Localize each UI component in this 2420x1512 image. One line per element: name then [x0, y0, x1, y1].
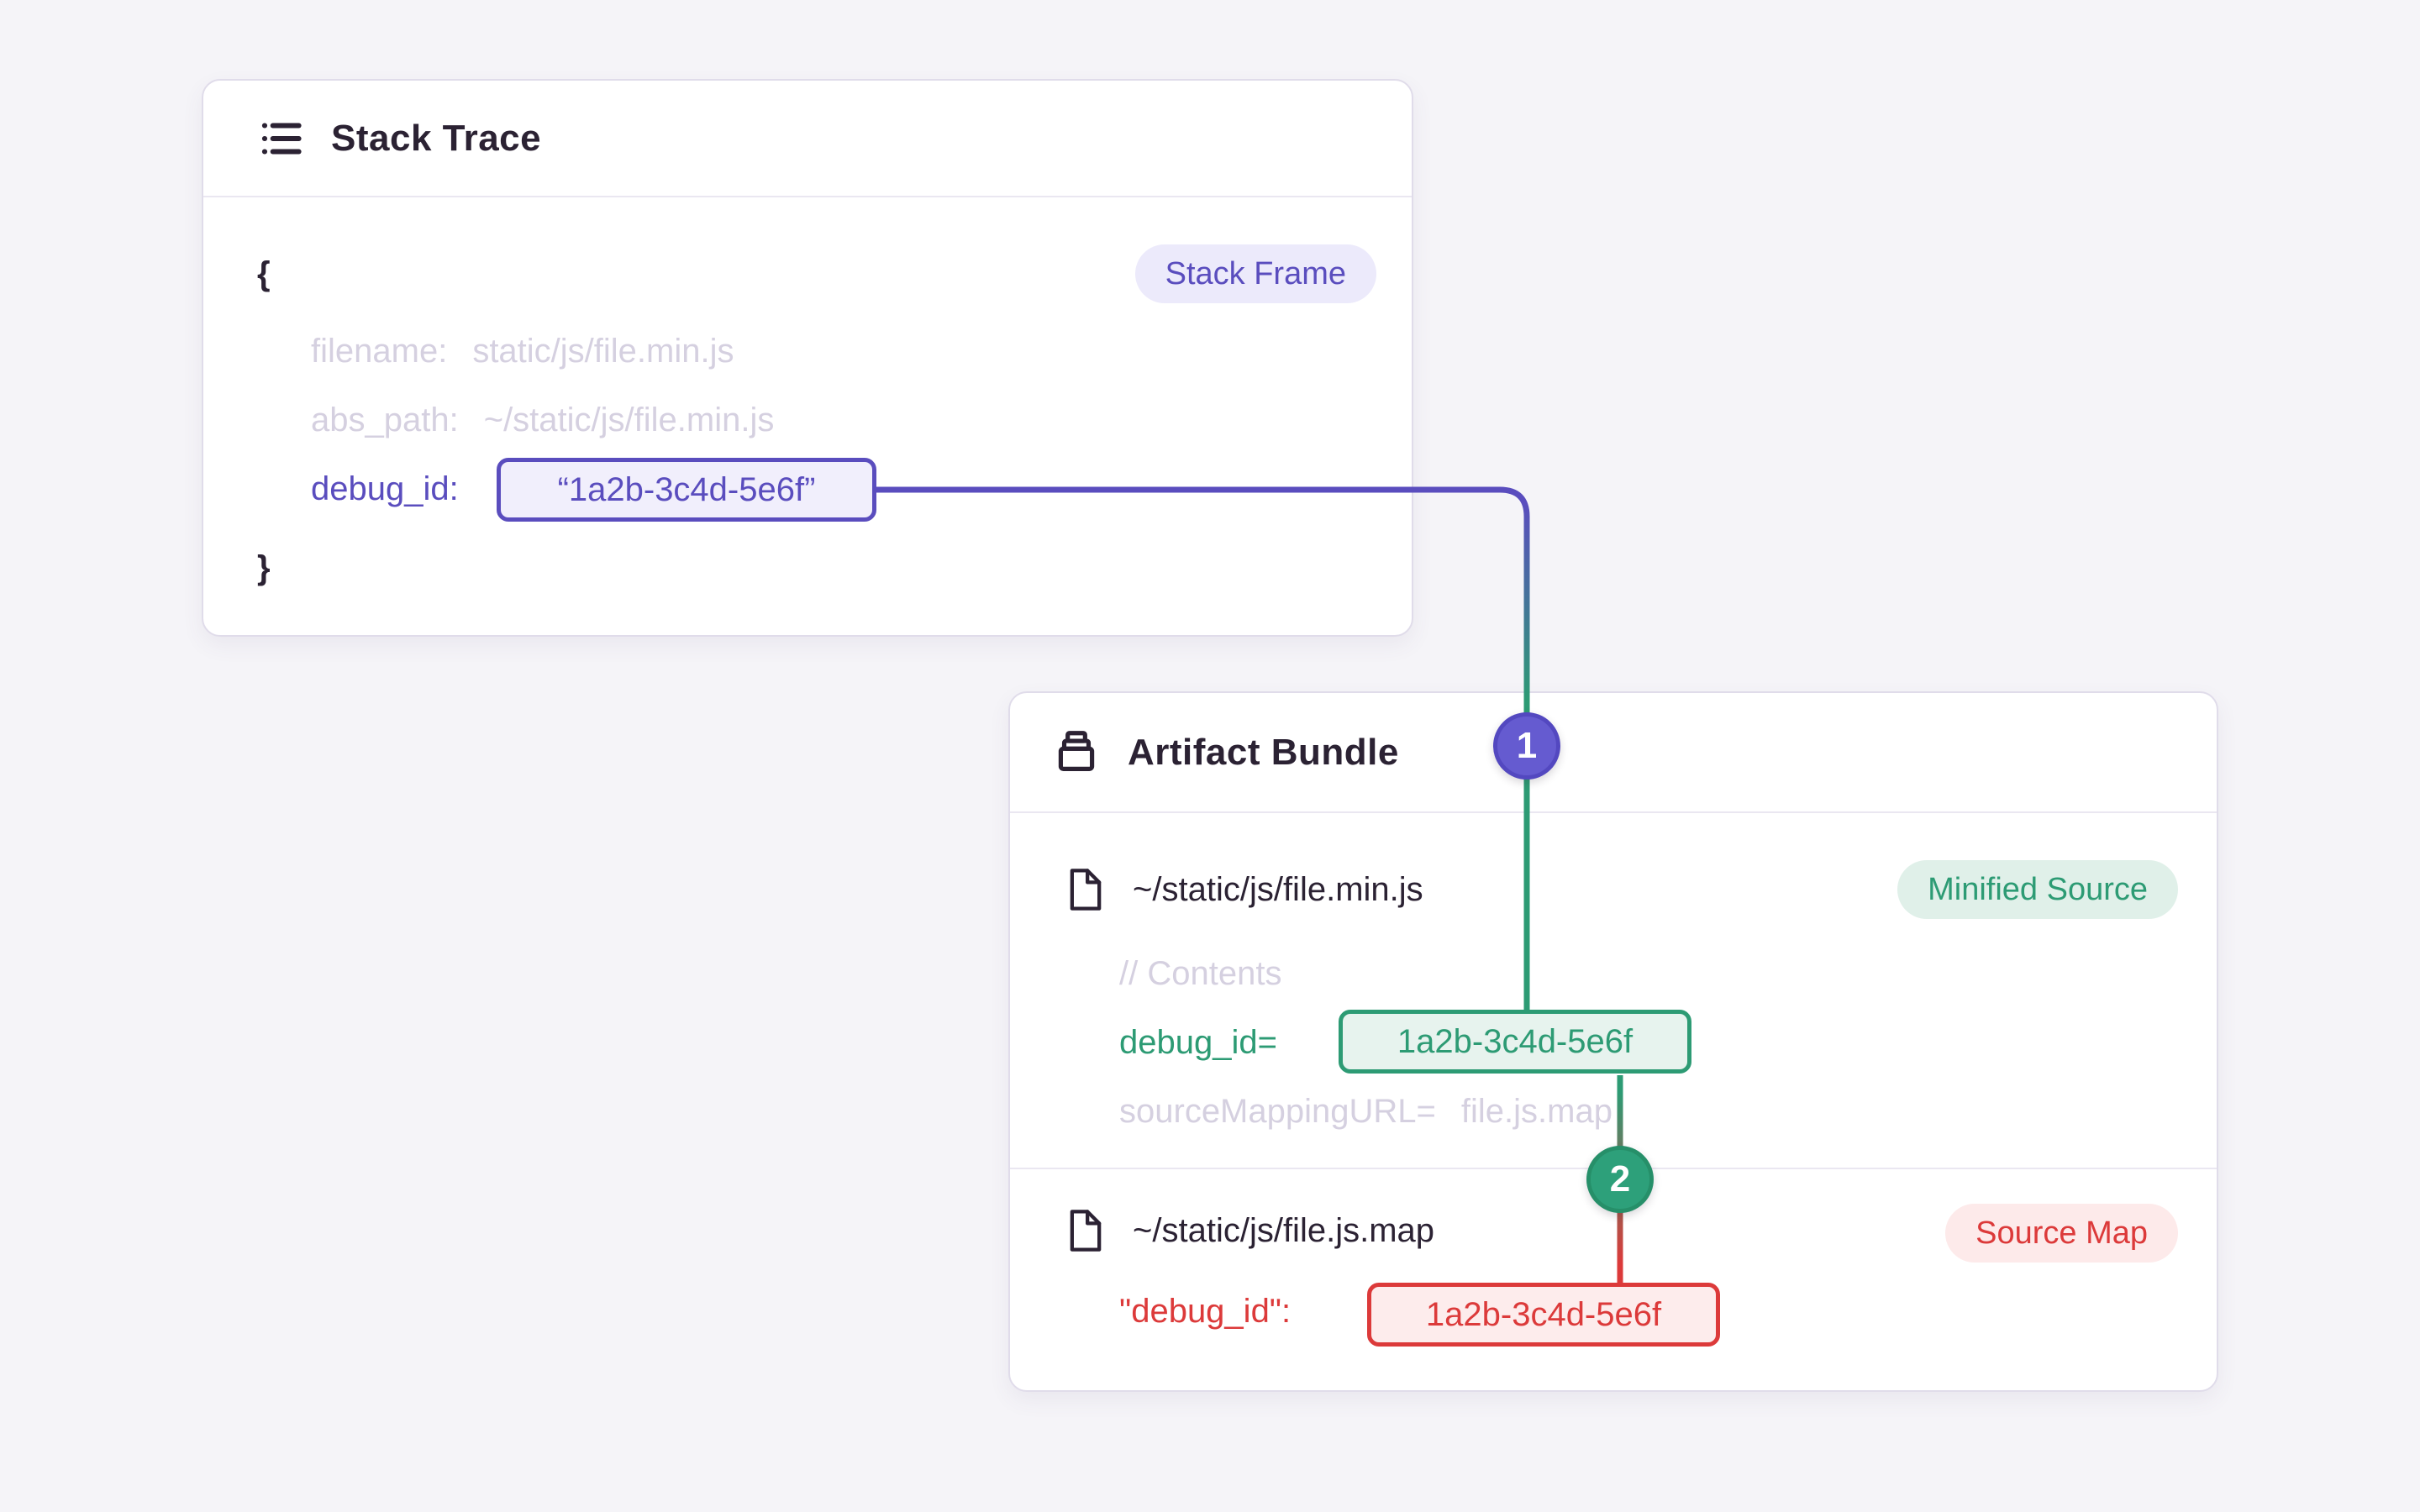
- sourcemap-debug-id-line: "debug_id":: [1010, 1277, 2217, 1346]
- source-mapping-label: sourceMappingURL=: [1119, 1093, 1436, 1130]
- debug-id-label: debug_id:: [311, 470, 459, 507]
- bundle-debug-id-label: debug_id=: [1119, 1024, 1277, 1061]
- stack-trace-body: { filename: static/js/file.min.js abs_pat…: [203, 197, 1412, 602]
- abs-path-label: abs_path:: [311, 402, 459, 438]
- stack-trace-card: Stack Trace { filename: static/js/file.mi…: [202, 79, 1413, 637]
- stack-trace-header: Stack Trace: [203, 81, 1412, 197]
- artifact-bundle-title: Artifact Bundle: [1128, 731, 1399, 773]
- open-brace: {: [257, 255, 271, 292]
- contents-comment: // Contents: [1119, 955, 1282, 992]
- minified-file-path: ~/static/js/file.min.js: [1133, 870, 1423, 908]
- sourcemap-file-row: ~/static/js/file.js.map: [1010, 1193, 2217, 1268]
- minified-source-badge: Minified Source: [1897, 860, 2178, 919]
- step-2-marker: 2: [1586, 1146, 1654, 1213]
- stack-frame-badge: Stack Frame: [1134, 244, 1376, 303]
- stack-debug-id-value-box: “1a2b-3c4d-5e6f”: [497, 458, 876, 522]
- filename-value: static/js/file.min.js: [472, 333, 734, 370]
- bundle-debug-id-value-box: 1a2b-3c4d-5e6f: [1339, 1010, 1691, 1074]
- stack-trace-title: Stack Trace: [331, 117, 542, 159]
- filename-line: filename: static/js/file.min.js: [311, 317, 1412, 386]
- filename-label: filename:: [311, 333, 448, 370]
- sourcemap-debug-id-label: "debug_id":: [1119, 1293, 1292, 1330]
- source-map-badge: Source Map: [1945, 1204, 2178, 1263]
- file-icon: [1064, 866, 1107, 913]
- list-icon: [255, 113, 308, 165]
- archive-box-icon: [1050, 727, 1102, 779]
- sourcemap-debug-id-value-box: 1a2b-3c4d-5e6f: [1367, 1283, 1720, 1347]
- sourcemap-file-path: ~/static/js/file.js.map: [1133, 1211, 1435, 1249]
- abs-path-line: abs_path: ~/static/js/file.min.js: [311, 386, 1412, 454]
- step-1-marker: 1: [1493, 712, 1560, 780]
- source-mapping-value: file.js.map: [1460, 1093, 1612, 1130]
- abs-path-value: ~/static/js/file.min.js: [483, 402, 775, 438]
- artifact-bundle-header: Artifact Bundle: [1010, 693, 2217, 813]
- source-mapping-line: sourceMappingURL= file.js.map: [1010, 1077, 2217, 1146]
- file-icon: [1064, 1207, 1107, 1254]
- bundle-debug-id-line: debug_id=: [1010, 1008, 2217, 1077]
- debug-id-line: debug_id:: [311, 454, 1412, 523]
- close-brace: }: [257, 549, 271, 586]
